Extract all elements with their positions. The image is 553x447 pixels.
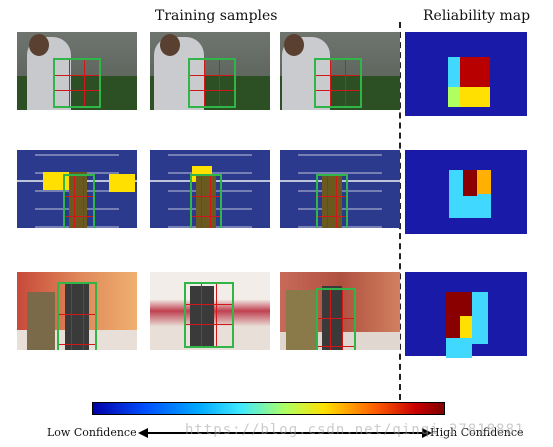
training-sample-r2-c1 <box>17 150 137 228</box>
training-sample-r3-c1 <box>17 272 137 350</box>
reliability-map-title: Reliability map <box>423 8 531 24</box>
target-bounding-box <box>188 58 236 108</box>
target-bounding-box <box>314 58 362 108</box>
confidence-colorbar <box>92 402 445 415</box>
target-bounding-box <box>316 288 356 350</box>
reliability-map-r3 <box>405 272 527 358</box>
target-bounding-box <box>63 174 95 228</box>
training-sample-r3-c3 <box>280 272 400 350</box>
training-samples-title: Training samples <box>155 8 278 24</box>
target-bounding-box <box>57 282 97 350</box>
low-confidence-label: Low Confidence <box>47 426 137 439</box>
target-bounding-box <box>184 282 234 348</box>
target-bounding-box <box>190 174 222 228</box>
training-sample-r1-c3 <box>280 32 400 110</box>
training-sample-r1-c2 <box>150 32 270 110</box>
training-sample-r1-c1 <box>17 32 137 110</box>
target-bounding-box <box>316 174 348 228</box>
training-sample-r3-c2 <box>150 272 270 350</box>
target-bounding-box <box>53 58 101 108</box>
reliability-map-r2 <box>405 150 527 234</box>
training-sample-r2-c2 <box>150 150 270 228</box>
section-divider <box>399 22 401 400</box>
reliability-map-r1 <box>405 32 527 116</box>
training-sample-r2-c3 <box>280 150 400 228</box>
arrow-left-icon <box>138 428 148 438</box>
confidence-arrow <box>146 432 424 434</box>
watermark: https://blog.csdn.net/qinqi_27818881 <box>185 422 525 438</box>
high-confidence-label: High Confidence <box>430 426 524 439</box>
arrow-right-icon <box>422 428 432 438</box>
